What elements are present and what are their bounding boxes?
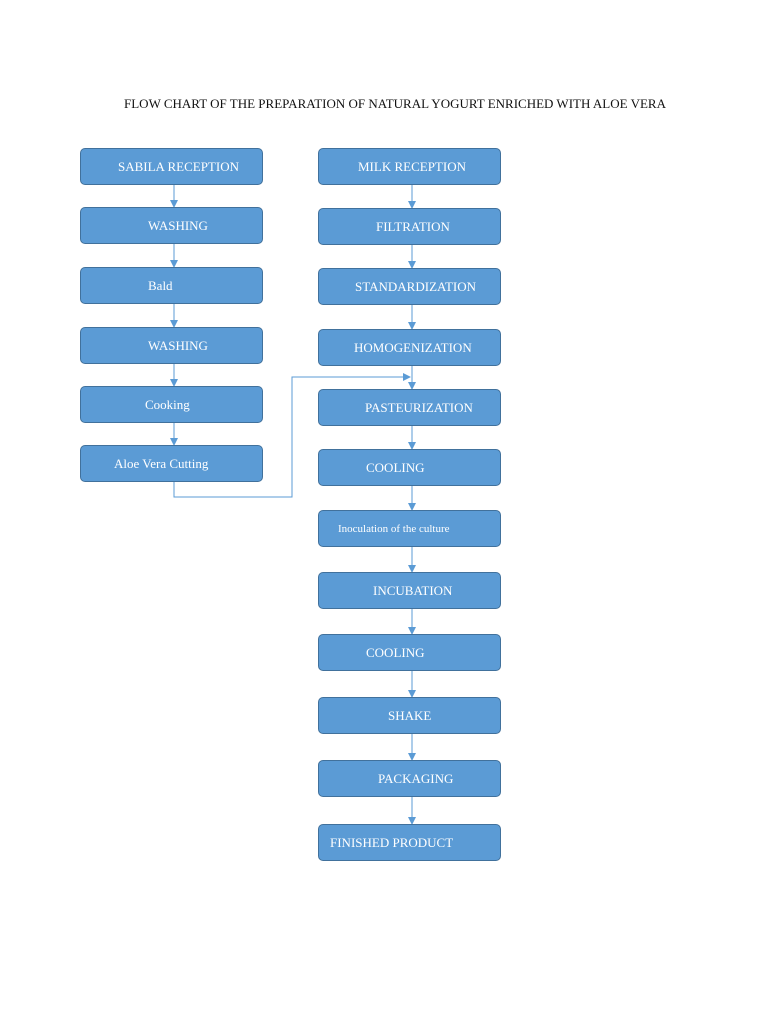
step-label: SABILA RECEPTION [118, 158, 239, 174]
step-label: WASHING [148, 337, 208, 353]
step-label: STANDARDIZATION [355, 278, 477, 294]
step-aloe-vera-cutting: Aloe Vera Cutting [80, 445, 263, 482]
step-label: Aloe Vera Cutting [114, 455, 209, 471]
step-cooling-1: COOLING [318, 449, 501, 486]
page-title: FLOW CHART OF THE PREPARATION OF NATURAL… [124, 96, 666, 111]
step-label: COOLING [366, 459, 425, 475]
step-finished-product: FINISHED PRODUCT [318, 824, 501, 861]
step-homogenization: HOMOGENIZATION [318, 329, 501, 366]
step-packaging: PACKAGING [318, 760, 501, 797]
step-shake: SHAKE [318, 697, 501, 734]
step-label: COOLING [366, 644, 425, 660]
step-sabila-reception: SABILA RECEPTION [80, 148, 263, 185]
step-label: Cooking [145, 396, 190, 412]
step-label: SHAKE [388, 707, 432, 723]
step-label: FILTRATION [376, 218, 450, 234]
step-incubation: INCUBATION [318, 572, 501, 609]
step-cooking: Cooking [80, 386, 263, 423]
step-standardization: STANDARDIZATION [318, 268, 501, 305]
step-label: WASHING [148, 217, 208, 233]
step-filtration: FILTRATION [318, 208, 501, 245]
step-label: INCUBATION [373, 582, 453, 598]
step-label: PASTEURIZATION [365, 399, 473, 415]
step-milk-reception: MILK RECEPTION [318, 148, 501, 185]
step-bald: Bald [80, 267, 263, 304]
step-cooling-2: COOLING [318, 634, 501, 671]
step-label: HOMOGENIZATION [354, 339, 472, 355]
step-label: FINISHED PRODUCT [330, 834, 454, 850]
step-inoculation: Inoculation of the culture [318, 510, 501, 547]
step-label: MILK RECEPTION [358, 158, 466, 174]
step-label: Bald [148, 277, 173, 293]
step-aloe-washing-2: WASHING [80, 327, 263, 364]
step-label: PACKAGING [378, 770, 454, 786]
step-aloe-washing-1: WASHING [80, 207, 263, 244]
step-pasteurization: PASTEURIZATION [318, 389, 501, 426]
step-label: Inoculation of the culture [338, 522, 450, 535]
